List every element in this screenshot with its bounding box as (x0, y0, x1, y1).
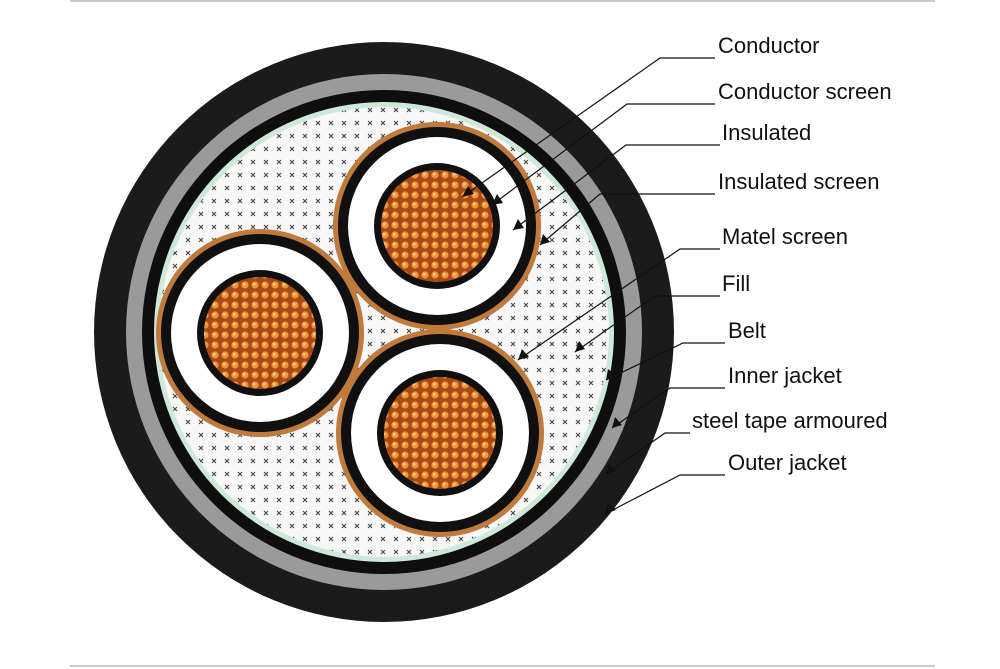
arrowhead (513, 219, 524, 230)
label-conductor-screen: Conductor screen (718, 79, 892, 104)
arrowhead (540, 234, 550, 245)
leader-conductor-screen (491, 103, 715, 206)
leader-matel-screen (517, 248, 720, 361)
arrowheads (462, 186, 622, 514)
core-bottom (336, 329, 544, 537)
arrowhead (518, 349, 529, 360)
leader-steel-tape (605, 432, 690, 475)
leader-insulated (512, 144, 720, 231)
arrowhead (605, 503, 616, 514)
leader-conductor (461, 57, 715, 198)
labels: Conductor Conductor screen Insulated Ins… (692, 33, 892, 475)
label-insulated-screen: Insulated screen (718, 169, 879, 194)
arrowhead (606, 369, 616, 380)
leader-outer-jacket (604, 474, 725, 515)
leader-fill (574, 295, 720, 353)
core-left (156, 229, 364, 437)
arrowhead (606, 463, 616, 474)
arrowhead (612, 417, 622, 428)
arrowhead (575, 341, 585, 352)
leader-lines (461, 57, 725, 515)
leader-insulated-screen (539, 193, 715, 246)
label-matel-screen: Matel screen (722, 224, 848, 249)
leader-belt (605, 342, 725, 381)
conductor-strands (204, 277, 316, 389)
leader-inner-jacket (611, 387, 725, 429)
conductor-strands (384, 377, 496, 489)
label-outer-jacket: Outer jacket (728, 450, 847, 475)
core-top (333, 122, 541, 330)
arrowhead (462, 186, 474, 197)
label-inner-jacket: Inner jacket (728, 363, 842, 388)
label-steel-tape: steel tape armoured (692, 408, 888, 433)
arrowhead (492, 194, 503, 205)
label-belt: Belt (728, 318, 766, 343)
label-conductor: Conductor (718, 33, 820, 58)
label-insulated: Insulated (722, 120, 811, 145)
conductor-strands (381, 170, 493, 282)
label-fill: Fill (722, 271, 750, 296)
